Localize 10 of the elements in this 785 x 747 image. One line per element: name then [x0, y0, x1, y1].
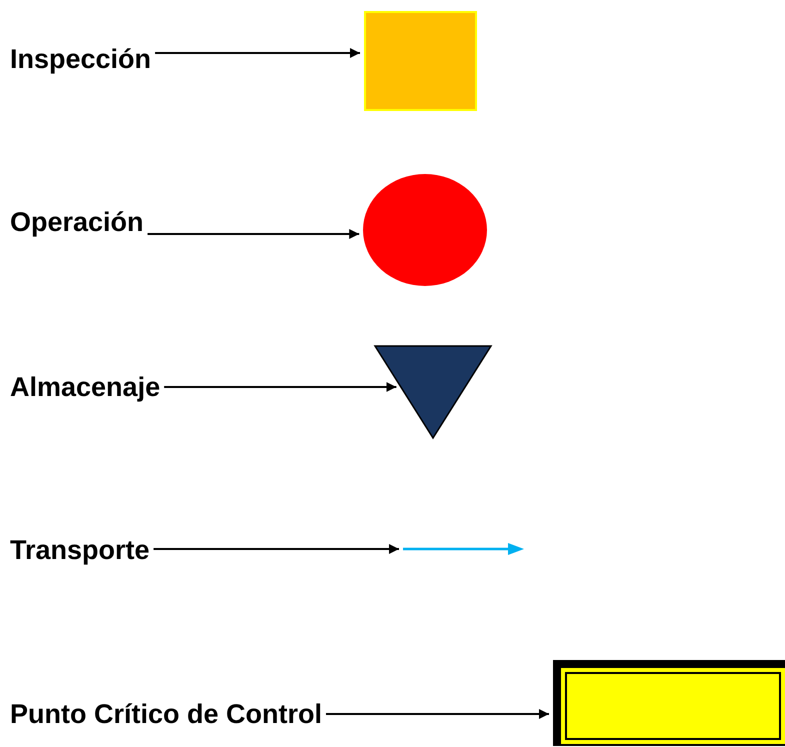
symbol-label: Inspección — [10, 43, 152, 75]
symbol-label: Transporte — [10, 534, 150, 566]
arrow — [154, 544, 399, 554]
arrow — [155, 48, 360, 58]
symbol-label: Operación — [10, 206, 144, 238]
arrow — [148, 229, 360, 239]
symbol-label: Punto Crítico de Control — [10, 698, 322, 730]
symbol-label: Almacenaje — [10, 371, 160, 403]
arrow — [164, 382, 396, 392]
arrow — [326, 709, 549, 719]
